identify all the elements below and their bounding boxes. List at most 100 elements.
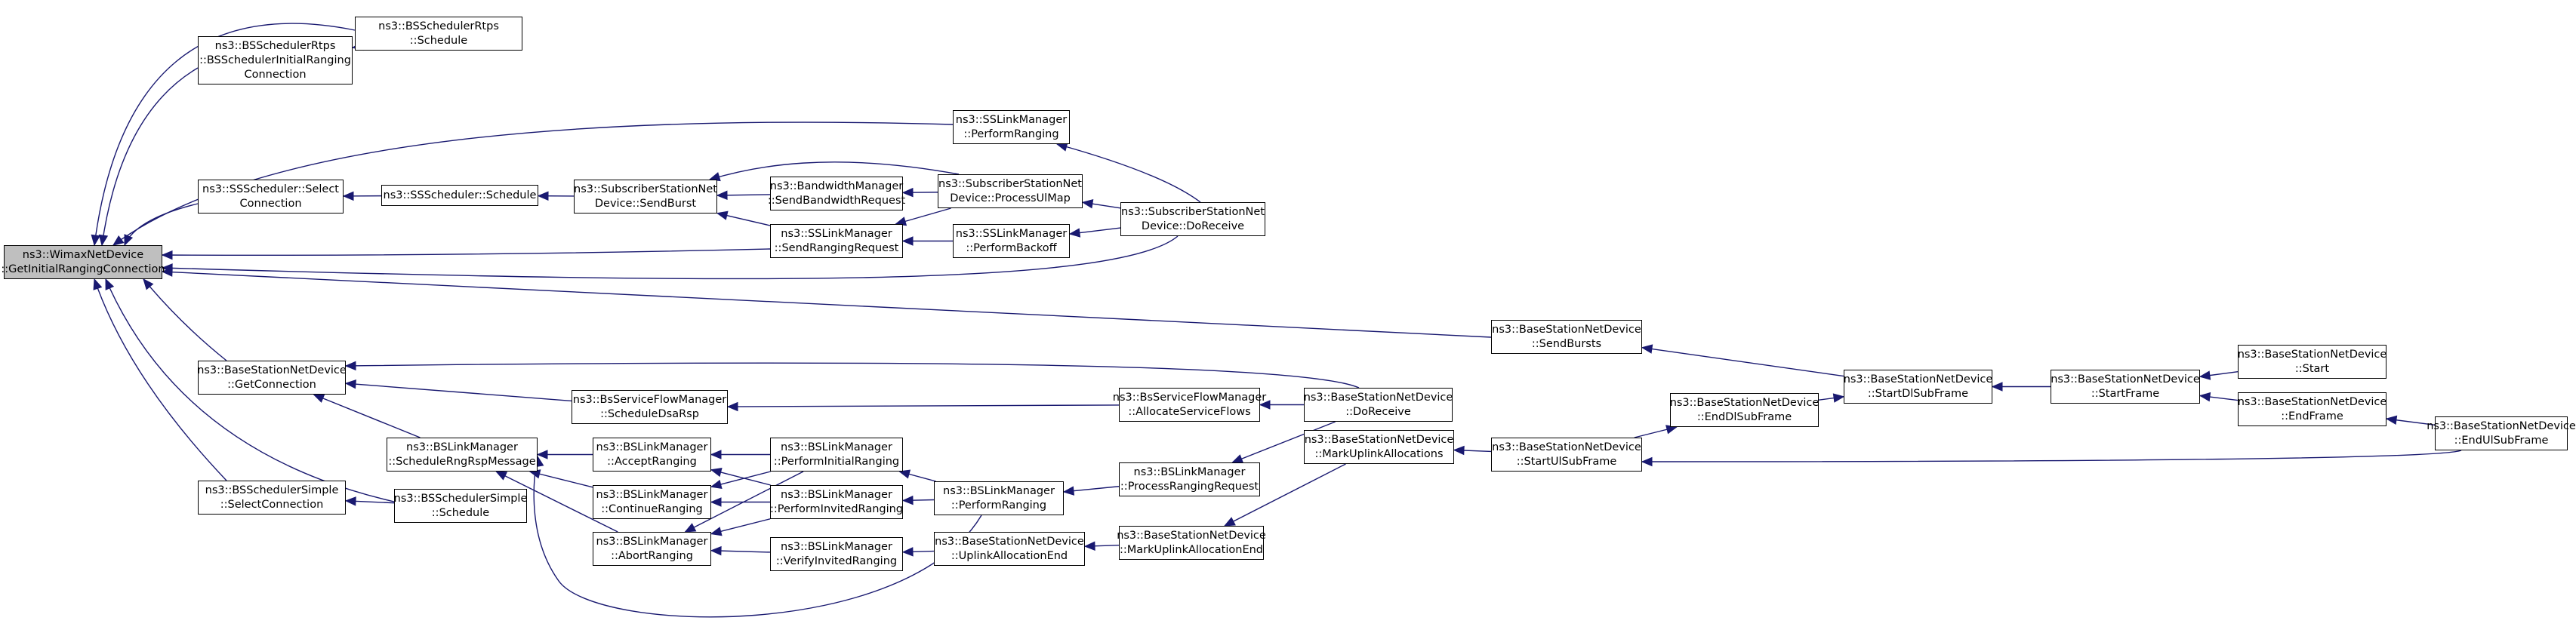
edge-subRecv-to-ssLinkPerf — [1056, 143, 1201, 203]
node-ssLinkSend[interactable]: ns3::SSLinkManager::SendRangingRequest — [770, 224, 903, 258]
node-label-line: Connection — [239, 197, 302, 210]
edge-ssLinkSend-to-root-arrowhead — [161, 250, 173, 260]
node-bsEndFrame[interactable]: ns3::BaseStationNetDevice::EndFrame — [2238, 392, 2386, 426]
edge-bsLinkInit-to-bsLinkAccept-arrowhead — [710, 450, 722, 459]
node-label-line: ::ScheduleDsaRsp — [600, 407, 699, 420]
edge-bsLinkInv-to-bsLinkAbort-arrowhead — [710, 527, 723, 536]
edge-bsMarkUl-to-bsMarkUlEnd-arrowhead — [1223, 517, 1236, 527]
node-rtpsInit[interactable]: ns3::BSSchedulerRtps::BSSchedulerInitial… — [198, 36, 353, 84]
node-label-line: ns3::BSLinkManager — [406, 441, 518, 453]
node-label-line: ::ContinueRanging — [601, 502, 703, 515]
node-rtpsSched[interactable]: ns3::BSSchedulerRtps::Schedule — [355, 17, 522, 51]
node-ssSched[interactable]: ns3::SSScheduler::Schedule — [381, 185, 538, 206]
node-label-line: ::Schedule — [431, 506, 490, 519]
node-label-line: ns3::BaseStationNetDevice — [1117, 529, 1266, 542]
node-label-line: Device::ProcessUlMap — [950, 192, 1071, 204]
node-bsLinkVerify[interactable]: ns3::BSLinkManager::VerifyInvitedRanging — [770, 537, 903, 571]
node-label-line: ns3::BSLinkManager — [596, 535, 708, 548]
node-bsSimpleSel[interactable]: ns3::BSSchedulerSimple::SelectConnection — [198, 481, 346, 515]
node-label-line: ::PerformInvitedRanging — [769, 502, 904, 515]
node-bwSend[interactable]: ns3::BandwidthManager::SendBandwidthRequ… — [767, 177, 906, 210]
edge-subRecv-to-root — [162, 235, 1179, 280]
node-bsLinkCont[interactable]: ns3::BSLinkManager::ContinueRanging — [593, 485, 711, 519]
node-ssLinkBackoff[interactable]: ns3::SSLinkManager::PerformBackoff — [953, 224, 1070, 258]
node-label-line: ::EndUlSubFrame — [2454, 434, 2549, 447]
node-label-line: ::ProcessRangingRequest — [1120, 480, 1259, 493]
node-bsLinkAccept[interactable]: ns3::BSLinkManager::AcceptRanging — [593, 438, 711, 472]
node-label-line: Connection — [244, 68, 307, 81]
node-bsSimpleSched[interactable]: ns3::BSSchedulerSimple::Schedule — [394, 489, 527, 523]
node-bsEndUl[interactable]: ns3::BaseStationNetDevice::EndUlSubFrame — [2427, 416, 2576, 450]
node-bsSendBursts[interactable]: ns3::BaseStationNetDevice::SendBursts — [1491, 320, 1642, 354]
edge-bsSimpleSel-to-root-arrowhead — [93, 278, 103, 290]
root-node: ns3::WimaxNetDevice::GetInitialRangingCo… — [1, 245, 165, 279]
node-bsStart[interactable]: ns3::BaseStationNetDevice::Start — [2238, 345, 2386, 379]
node-label-line: ::DoReceive — [1345, 405, 1411, 418]
node-label-line: ::MarkUplinkAllocations — [1314, 447, 1444, 460]
node-label-line: ns3::BSSchedulerRtps — [214, 39, 336, 52]
edge-bsStartUl-to-bsMarkUl-arrowhead — [1453, 445, 1465, 456]
node-bsLinkProc[interactable]: ns3::BSLinkManager::ProcessRangingReques… — [1119, 462, 1260, 496]
edge-bsStartDl-to-bsSendBursts-arrowhead — [1641, 344, 1653, 354]
edge-bsLinkPerf-to-bsLinkInv-arrowhead — [901, 495, 914, 505]
node-label-line: ns3::BaseStationNetDevice — [2237, 395, 2387, 408]
node-label-line: ::PerformRanging — [951, 499, 1047, 512]
edge-bsSfmAlloc-to-bsSfmDsa — [727, 404, 1120, 407]
edge-ssSelect-to-root-arrowhead — [124, 234, 134, 247]
node-label-line: ns3::BSLinkManager — [781, 441, 892, 453]
node-bsLinkInv[interactable]: ns3::BSLinkManager::PerformInvitedRangin… — [770, 485, 903, 519]
node-label-line: ns3::SSLinkManager — [955, 227, 1068, 240]
node-label-line: ::GetConnection — [227, 378, 316, 391]
node-bsUlEnd[interactable]: ns3::BaseStationNetDevice::UplinkAllocat… — [934, 532, 1085, 566]
node-bsStartDl[interactable]: ns3::BaseStationNetDevice::StartDlSubFra… — [1844, 370, 1992, 404]
node-label-line: ::SendRangingRequest — [774, 241, 899, 254]
edge-rtpsSched-to-root — [94, 23, 356, 246]
node-label-line: ns3::BaseStationNetDevice — [1303, 391, 1453, 404]
edge-bsSendBursts-to-root — [162, 271, 1492, 338]
node-label-line: ns3::SSScheduler::Select — [202, 183, 339, 195]
node-bsGetConn[interactable]: ns3::BaseStationNetDevice::GetConnection — [197, 361, 347, 395]
node-label-line: ns3::BSLinkManager — [781, 488, 892, 501]
node-label-line: ns3::BaseStationNetDevice — [2051, 373, 2200, 386]
node-bsSfmAlloc[interactable]: ns3::BsServiceFlowManager::AllocateServi… — [1113, 388, 1266, 422]
node-bsStartUl[interactable]: ns3::BaseStationNetDevice::StartUlSubFra… — [1491, 438, 1642, 472]
node-label-line: ns3::BsServiceFlowManager — [1112, 391, 1267, 404]
node-label-line: ns3::SubscriberStationNet — [938, 177, 1082, 190]
node-label-line: ::Start — [2294, 362, 2330, 375]
edge-bsMarkUl-to-bsMarkUlEnd — [1224, 463, 1346, 527]
edge-bsSfmDsa-to-bsGetConn-arrowhead — [344, 379, 356, 389]
edge-ssLinkSend-to-root — [162, 248, 771, 257]
edge-rtpsInit-to-root — [101, 67, 199, 246]
node-label-line: ::GetInitialRangingConnection — [1, 263, 165, 275]
node-bsLinkInit[interactable]: ns3::BSLinkManager::PerformInitialRangin… — [770, 438, 903, 472]
edge-bsSendBursts-to-root-arrowhead — [161, 267, 173, 277]
edge-bsEndFrame-to-bsStartFrame-arrowhead — [2199, 392, 2211, 402]
node-bsDoRecv[interactable]: ns3::BaseStationNetDevice::DoReceive — [1304, 388, 1453, 422]
edge-bsDoRecv-to-bsSfmAlloc-arrowhead — [1259, 400, 1271, 410]
node-label-line: ::SelectConnection — [220, 498, 324, 511]
node-label-line: ns3::BaseStationNetDevice — [1843, 373, 1993, 386]
node-label-line: ns3::BsServiceFlowManager — [572, 393, 727, 406]
node-label-line: ::SendBandwidthRequest — [767, 194, 906, 207]
node-label-line: ::StartUlSubFrame — [1516, 455, 1617, 468]
node-bsSfmDsa[interactable]: ns3::BsServiceFlowManager::ScheduleDsaRs… — [572, 390, 728, 424]
edge-bsLinkInit-to-bsLinkAbort — [685, 471, 804, 533]
edge-bsLinkInit-to-bsLinkCont — [710, 471, 771, 487]
node-bsLinkAbort[interactable]: ns3::BSLinkManager::AbortRanging — [593, 532, 711, 566]
node-bsMarkUlEnd[interactable]: ns3::BaseStationNetDevice::MarkUplinkAll… — [1117, 526, 1266, 560]
node-bsSchedRng[interactable]: ns3::BSLinkManager::ScheduleRngRspMessag… — [387, 438, 538, 472]
node-bsMarkUl[interactable]: ns3::BaseStationNetDevice::MarkUplinkAll… — [1304, 430, 1454, 464]
node-bsLinkPerf[interactable]: ns3::BSLinkManager::PerformRanging — [934, 481, 1064, 515]
node-ssLinkPerf[interactable]: ns3::SSLinkManager::PerformRanging — [953, 110, 1070, 144]
node-bsEndDl[interactable]: ns3::BaseStationNetDevice::EndDlSubFrame — [1670, 393, 1819, 427]
edge-ssLinkBackoff-to-ssLinkSend-arrowhead — [901, 236, 914, 246]
edge-bsLinkInv-to-bsLinkAccept — [710, 469, 771, 486]
node-bsStartFrame[interactable]: ns3::BaseStationNetDevice::StartFrame — [2051, 370, 2200, 404]
edge-bsSfmDsa-to-bsGetConn — [345, 382, 572, 402]
edge-bsLinkInv-to-bsLinkAccept-arrowhead — [710, 468, 723, 478]
edge-bsLinkCont-to-bsSchedRng — [529, 471, 593, 488]
